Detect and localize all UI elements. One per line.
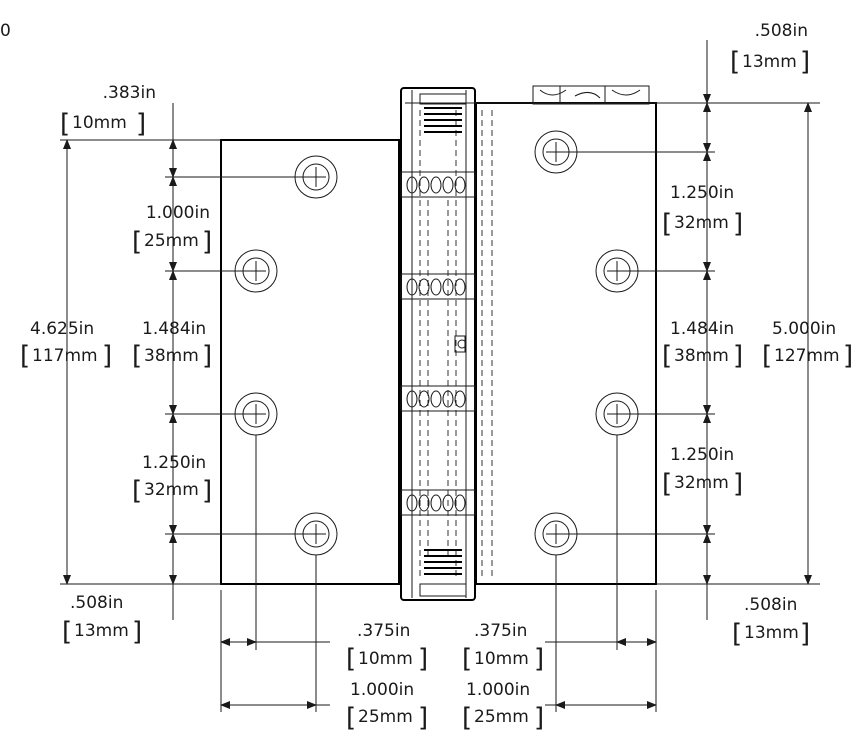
left-hinge-leaf	[220, 139, 400, 585]
svg-text:[: [	[62, 617, 72, 647]
svg-text:]: ]	[534, 703, 544, 733]
dim-label-left-height: 4.625in [117mm]	[20, 319, 112, 371]
svg-text:]: ]	[534, 644, 544, 674]
dim-label-right-spacing-2: 1.484in [38mm]	[662, 319, 743, 371]
svg-text:[: [	[132, 476, 142, 506]
svg-text:[: [	[662, 341, 672, 371]
dim-label-left-edge-far: 1.000in [25mm]	[346, 680, 428, 733]
corner-mark: 0	[0, 21, 11, 41]
svg-text:[: [	[346, 703, 356, 733]
svg-text:[: [	[662, 469, 672, 499]
svg-text:13mm: 13mm	[742, 52, 797, 72]
svg-text:127mm: 127mm	[774, 346, 840, 366]
svg-text:32mm: 32mm	[674, 473, 729, 493]
svg-text:]: ]	[843, 341, 853, 371]
svg-text:]: ]	[418, 644, 428, 674]
dim-label-right-spacing-3: 1.250in [32mm]	[662, 445, 743, 499]
dim-label-right-edge-near: .375in [10mm]	[462, 621, 544, 674]
svg-text:]: ]	[733, 469, 743, 499]
svg-text:[: [	[762, 341, 772, 371]
right-leaf-top-tab	[532, 85, 650, 105]
svg-text:.375in: .375in	[357, 621, 410, 641]
svg-text:1.000in: 1.000in	[350, 680, 414, 700]
svg-text:32mm: 32mm	[674, 213, 729, 233]
svg-text:1.250in: 1.250in	[670, 183, 734, 203]
svg-text:[: [	[132, 341, 142, 371]
svg-text:[: [	[20, 341, 30, 371]
svg-text:13mm: 13mm	[74, 621, 129, 641]
svg-text:117mm: 117mm	[32, 346, 98, 366]
dim-label-right-top-offset: .508in [13mm]	[730, 21, 810, 77]
svg-text:.383in: .383in	[103, 83, 156, 103]
svg-text:.508in: .508in	[755, 21, 808, 41]
svg-text:[: [	[132, 227, 142, 257]
svg-text:.508in: .508in	[744, 595, 797, 615]
svg-text:[: [	[730, 47, 740, 77]
bottom-extension-lines	[220, 435, 657, 712]
svg-text:10mm: 10mm	[474, 649, 529, 669]
svg-text:.508in: .508in	[70, 593, 123, 613]
svg-text:1.000in: 1.000in	[466, 680, 530, 700]
svg-text:1.250in: 1.250in	[670, 445, 734, 465]
svg-text:13mm: 13mm	[744, 623, 799, 643]
right-extension-lines	[556, 102, 820, 585]
dim-label-right-bottom-offset: .508in [13mm]	[732, 595, 810, 649]
svg-text:10mm: 10mm	[72, 113, 127, 133]
svg-text:]: ]	[102, 341, 112, 371]
svg-text:1.484in: 1.484in	[670, 319, 734, 339]
dim-label-left-spacing-2: 1.484in [38mm]	[132, 319, 212, 371]
svg-text:.375in: .375in	[474, 621, 527, 641]
svg-text:38mm: 38mm	[144, 346, 199, 366]
dim-label-left-spacing-1: 1.000in [25mm]	[132, 203, 212, 257]
svg-text:25mm: 25mm	[474, 707, 529, 727]
svg-text:1.484in: 1.484in	[142, 319, 206, 339]
svg-text:]: ]	[136, 109, 146, 139]
right-hinge-leaf	[475, 102, 657, 585]
dim-label-right-spacing-1: 1.250in [32mm]	[662, 183, 743, 239]
svg-text:]: ]	[733, 209, 743, 239]
dim-label-left-bottom-offset: .508in [13mm]	[62, 593, 142, 647]
dim-label-right-height: 5.000in [127mm]	[762, 319, 853, 371]
svg-text:[: [	[662, 209, 672, 239]
svg-text:]: ]	[418, 703, 428, 733]
svg-text:]: ]	[800, 47, 810, 77]
svg-text:]: ]	[202, 341, 212, 371]
svg-text:32mm: 32mm	[144, 480, 199, 500]
svg-text:[: [	[60, 109, 70, 139]
svg-text:38mm: 38mm	[674, 346, 729, 366]
svg-text:]: ]	[202, 227, 212, 257]
svg-text:10mm: 10mm	[358, 649, 413, 669]
left-extension-lines	[60, 139, 316, 585]
svg-text:]: ]	[800, 619, 810, 649]
svg-text:[: [	[346, 644, 356, 674]
hinge-knuckle-barrel	[400, 87, 656, 601]
svg-text:[: [	[732, 619, 742, 649]
svg-text:]: ]	[132, 617, 142, 647]
dim-label-left-top-offset: .383in [10mm]	[60, 83, 156, 139]
svg-text:5.000in: 5.000in	[772, 319, 836, 339]
svg-text:]: ]	[733, 341, 743, 371]
svg-text:[: [	[462, 703, 472, 733]
svg-text:[: [	[462, 644, 472, 674]
dim-label-left-spacing-3: 1.250in [32mm]	[132, 453, 212, 506]
svg-text:4.625in: 4.625in	[30, 319, 94, 339]
svg-text:25mm: 25mm	[144, 231, 199, 251]
svg-text:1.000in: 1.000in	[146, 203, 210, 223]
svg-text:25mm: 25mm	[358, 707, 413, 727]
dim-label-right-edge-far: 1.000in [25mm]	[462, 680, 544, 733]
svg-text:]: ]	[202, 476, 212, 506]
svg-text:1.250in: 1.250in	[142, 453, 206, 473]
dim-label-left-edge-near: .375in [10mm]	[346, 621, 428, 674]
